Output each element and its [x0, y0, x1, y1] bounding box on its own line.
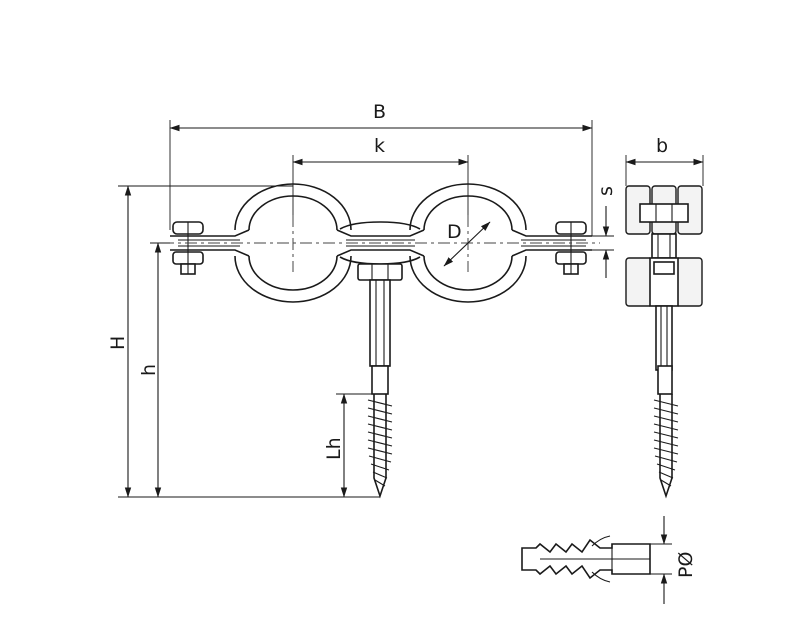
rod-collar: [371, 365, 389, 395]
bridge-upper: [339, 221, 421, 230]
side-upper-band: [639, 203, 689, 223]
dimension-B: B: [373, 101, 386, 123]
wood-screw-front: [367, 394, 393, 499]
left-ring-lower: [234, 255, 352, 303]
dimension-Lh: Lh: [323, 437, 345, 460]
front-view: D: [162, 183, 600, 499]
side-rod-collar: [657, 365, 673, 395]
left-ring-lower-inner: [248, 255, 338, 291]
side-view: b: [625, 135, 704, 499]
dimension-k: k: [374, 135, 385, 157]
wall-plug: PØ: [521, 516, 697, 604]
diameter-arrow: [443, 221, 491, 267]
side-lower-pad-right: [675, 257, 703, 307]
wood-screw-side: [653, 394, 679, 499]
side-threaded-rod: [655, 305, 673, 371]
side-lower-pad-left: [625, 257, 653, 307]
dimension-P: PØ: [675, 552, 697, 578]
dimension-s: s: [595, 186, 617, 196]
upper-band: [170, 229, 592, 237]
dimension-D: D: [447, 221, 462, 243]
dimension-h: h: [138, 364, 160, 376]
lower-band: [170, 249, 592, 257]
right-ring-lower: [409, 255, 527, 303]
side-bolt: [651, 233, 677, 259]
bridge-lower: [339, 256, 421, 265]
threaded-rod: [369, 279, 391, 367]
front-dimensions: B k H h Lh s: [107, 101, 617, 498]
right-ring-lower-inner: [423, 255, 513, 291]
dimension-H: H: [107, 336, 129, 350]
dimension-b: b: [656, 135, 668, 157]
rod-coupling-nut: [357, 263, 403, 281]
